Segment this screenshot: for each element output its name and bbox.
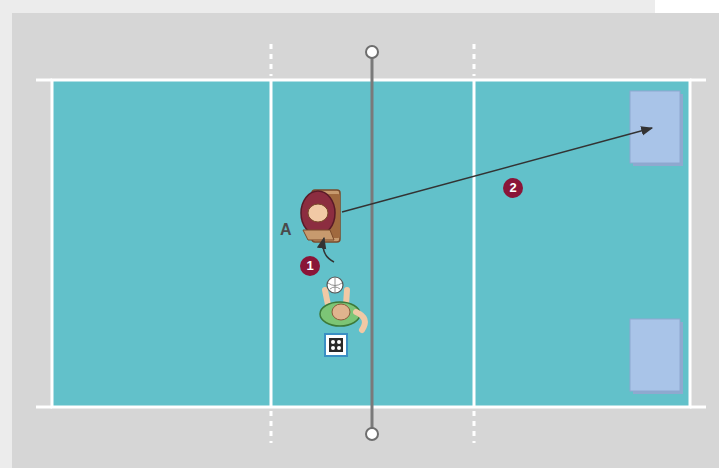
tossing-player — [320, 277, 365, 330]
callout-number: 1 — [300, 256, 320, 276]
callout-number: 2 — [503, 178, 523, 198]
floor — [12, 13, 719, 468]
target-mat — [630, 91, 683, 394]
coach-icon — [325, 334, 347, 356]
toss-arrow — [323, 238, 334, 262]
player-letter: A — [280, 221, 292, 239]
net — [371, 58, 374, 428]
player-a — [301, 190, 340, 242]
set-arrow — [342, 128, 652, 212]
